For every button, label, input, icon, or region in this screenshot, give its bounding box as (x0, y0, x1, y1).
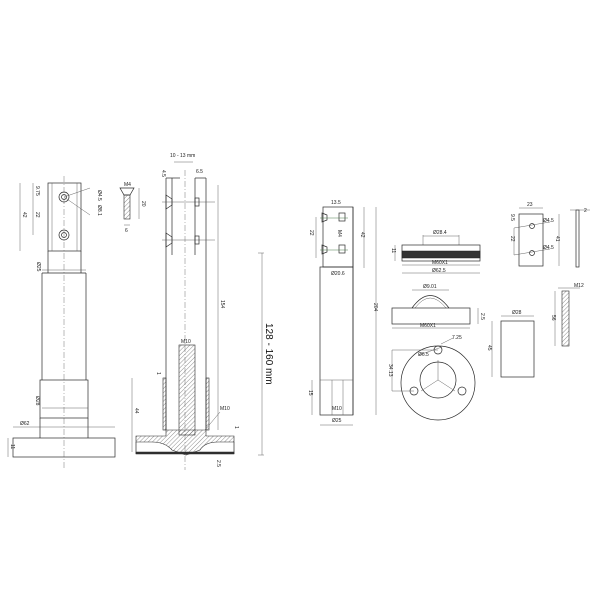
dome-diameter: Ø9.01 (423, 284, 437, 290)
top-label: 4.5 (160, 170, 166, 177)
dim-lower-28: Ø28 (34, 396, 40, 406)
dim-shaft-25: Ø25 (35, 262, 41, 272)
disk-thickness: 11 (390, 248, 396, 253)
screw-detail: M4 20 6 (119, 182, 146, 234)
part-sleeve: Ø28 45 (486, 310, 535, 378)
plate-hole-2: Ø4.5 (543, 245, 554, 251)
plate-top: 9.5 (509, 214, 515, 221)
part-dome: Ø9.01 M60X1 2.5 (391, 284, 485, 329)
tube-total: 204 (372, 303, 378, 312)
length-154-label: 154 (219, 300, 225, 309)
dome-thread: M60X1 (420, 323, 436, 329)
tube-m4: M4 (336, 230, 342, 237)
screw-width-label: 6 (125, 228, 128, 234)
tube-outer: Ø25 (332, 418, 342, 424)
height-44-label: 44 (133, 408, 139, 414)
plate-spacing: 22 (509, 236, 515, 242)
flange-offset: 7.25 (452, 335, 462, 341)
plate-hole-1: Ø4.5 (543, 218, 554, 224)
screw-length-label: 20 (140, 201, 146, 207)
flange-hole: Ø6.5 (418, 352, 429, 358)
dim-22: 22 (34, 212, 40, 218)
rod-thread: M12 (574, 283, 584, 289)
section-view: 10 - 13 mm 4.5 6.5 154 M10 1 44 M10 (131, 153, 239, 470)
dim-base-11: 11 (9, 444, 15, 449)
tube-bottom-h: 15 (307, 390, 313, 396)
right-label: 6.5 (196, 169, 203, 175)
dim-base-62: Ø62 (20, 421, 30, 427)
tube-top-width: 13.5 (331, 200, 341, 206)
part-tube: 13.5 22 M4 42 Ø20.6 204 15 M10 Ø25 (307, 200, 378, 426)
dome-height: 2.5 (479, 313, 485, 320)
sleeve-height: 45 (486, 345, 492, 351)
disk-inner: Ø28.4 (433, 230, 447, 236)
tube-inner: Ø20.6 (331, 271, 345, 277)
plate-thickness: 2 (584, 208, 587, 214)
part-rod: M12 56 (550, 283, 584, 347)
sleeve-diameter: Ø28 (512, 310, 522, 316)
disk-thread: M60X1 (432, 260, 448, 266)
tube-spacing: 22 (308, 230, 314, 236)
thread-top-label: M10 (181, 339, 191, 345)
part-plate: 23 9.5 22 41 Ø4.5 Ø4.5 2 (509, 202, 590, 268)
disk-outer: Ø62.5 (432, 268, 446, 274)
range-label: 10 - 13 mm (170, 153, 195, 159)
plate-height: 41 (554, 236, 560, 242)
part-flange: 7.25 Ø6.5 34.13 (387, 335, 476, 421)
dim-hole-4-5: Ø4.5 (96, 190, 102, 201)
screw-head-label: M4 (124, 182, 131, 188)
collar-label: 1 (155, 372, 161, 375)
part-disk: Ø28.4 11 M60X1 Ø62.5 (390, 230, 481, 274)
plate-width: 23 (527, 202, 533, 208)
tube-thread: M10 (332, 406, 342, 412)
front-view: 9.75 22 42 Ø4.5 Ø8.1 Ø25 Ø28 Ø62 11 (7, 176, 116, 470)
dim-42: 42 (21, 212, 27, 218)
overall-dimension: 128 - 160 mm (258, 252, 274, 456)
bottom-label: 2.5 (215, 460, 221, 467)
small-label: 1 (233, 426, 239, 429)
thread-side-label: M10 (220, 406, 230, 412)
dim-hole-8-1: Ø8.1 (96, 205, 102, 216)
overall-range-label: 128 - 160 mm (263, 323, 274, 385)
dim-9-75: 9.75 (34, 186, 40, 196)
flange-pcd: 34.13 (387, 364, 393, 377)
rod-height: 56 (550, 315, 556, 321)
tube-h42: 42 (359, 232, 365, 238)
